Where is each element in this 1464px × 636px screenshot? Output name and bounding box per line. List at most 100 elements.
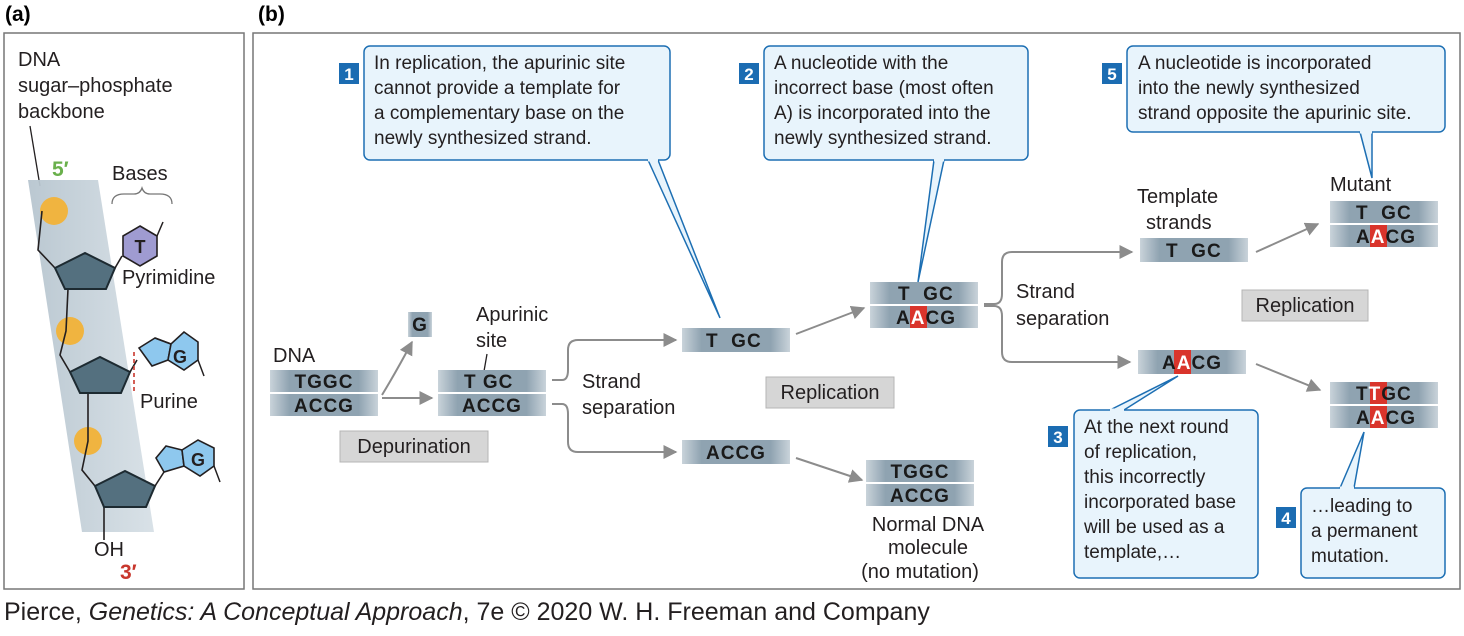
arrow-separation-upper [552,333,678,381]
callout-1-line1: In replication, the apurinic site [374,53,625,74]
backbone-label-line1: DNA [18,49,61,71]
dna-top-bar [270,370,378,392]
mid-mutation-highlight [910,306,927,328]
callout-4-line1: …leading to [1311,496,1412,517]
callout-3: 3 At the next round of replication, this… [1048,375,1259,579]
callout-5: 5 A nucleotide is incorporated into the … [1102,45,1446,179]
normal-top-bar [866,460,974,482]
callout-4-line2: a permanent [1311,521,1418,542]
base-G-1: G [173,347,187,367]
replication-box-2 [1241,289,1369,322]
panel-b-frame [252,32,1461,590]
depurination-box [339,430,489,463]
callout-1-line2: cannot provide a template for [374,78,621,99]
backbone-labels: DNA sugar–phosphate backbone [18,49,173,123]
depurination-label: Depurination [357,436,470,458]
normal-top-seq: TGGC [891,462,950,483]
mid-top-seq: T GC [898,284,954,305]
arrow-to-permanent [1255,363,1322,392]
strand-sep-2-line2: separation [1016,308,1109,330]
callout-2-line1: A nucleotide with the [774,53,948,74]
arrow-to-normal [795,457,864,483]
ap-top-bar [438,370,546,392]
mutant-top-bar [1330,201,1438,223]
incorrect-strand-bar [1138,350,1246,374]
backbone-leader-line [29,125,41,187]
apurinic-label-line2: site [476,330,507,352]
callout-4-number: 4 [1281,509,1291,528]
sugar-1 [53,251,117,290]
released-base-box [408,312,432,337]
backbone-label-line2: sugar–phosphate [18,75,173,97]
backbone-label-line3: backbone [18,101,105,123]
perm-bottom-highlight [1370,406,1387,428]
ap-top-seq: T GC [464,372,513,393]
sugar-2 [68,355,132,394]
callout-4: 4 …leading to a permanent mutation. [1276,431,1446,579]
perm-top-seq: TTGC [1356,384,1412,405]
sugar-3 [93,469,157,508]
base-T: T [135,237,146,257]
incorrect-strand-seq: AACG [1162,353,1222,374]
arrow-release-base [381,340,413,396]
arrow-separation-2-upper [984,245,1134,305]
callout-3-line5: will be used as a [1083,517,1225,538]
credit-suffix: , 7e © 2020 W. H. Freeman and Company [462,598,930,626]
arrow-separation-2-lower [984,305,1132,369]
callout-5-line1: A nucleotide is incorporated [1138,53,1371,74]
strand-sep-1-line2: separation [582,397,675,419]
normal-label-line1: Normal DNA [872,514,985,536]
bases-label: Bases [112,163,168,185]
dna-bottom-bar [270,394,378,416]
upper-strand-seq: T GC [706,331,762,352]
callout-3-line6: template,… [1084,542,1181,563]
apurinic-label-line1: Apurinic [476,304,548,326]
strand-sep-1-line1: Strand [582,371,641,393]
backbone-bonds [37,210,105,540]
mutant-top-seq: T GC [1356,203,1412,224]
phosphate-1 [40,197,68,225]
callout-2-line3: A) is incorporated into the [774,103,991,124]
normal-bottom-seq: ACCG [890,486,950,507]
normal-label-line2: molecule [888,537,968,559]
arrow-to-replicated [795,305,866,335]
callout-3-number: 3 [1053,428,1062,447]
replication-box-1 [765,376,895,409]
lower-strand-bar [682,440,790,464]
callout-1-line4: newly synthesized strand. [374,128,592,149]
dna-top-seq: TGGC [295,372,354,393]
template-strand-seq: T GC [1166,241,1222,262]
dna-bottom-seq: ACCG [294,396,354,417]
template-label-line2: strands [1146,212,1212,234]
callout-3-line2: of replication, [1084,442,1197,463]
arrow-to-mutant [1255,222,1320,253]
pyrimidine-label: Pyrimidine [122,267,215,289]
perm-top-highlight [1370,382,1387,404]
arrow-separation-lower [552,403,678,459]
upper-strand-bar [682,328,790,352]
strand-sep-2-line1: Strand [1016,281,1075,303]
mutant-highlight [1370,225,1387,247]
incorrect-highlight [1174,350,1191,374]
panel-a-label: (a) [5,3,31,26]
callout-3-line1: At the next round [1084,417,1229,438]
three-prime-label: 3′ [120,561,137,584]
credit-prefix: Pierce, [4,598,89,626]
normal-label-line3: (no mutation) [861,561,979,583]
callout-5-line2: into the newly synthesized [1138,78,1360,99]
callout-2-line2: incorrect base (most often [774,78,994,99]
callout-2-number: 2 [744,65,753,84]
figure-credit: Pierce, Genetics: A Conceptual Approach,… [4,598,930,627]
callout-5-line3: strand opposite the apurinic site. [1138,103,1412,124]
mutant-label: Mutant [1330,174,1392,196]
panel-a-frame [3,32,245,590]
mutant-bottom-seq: AACG [1356,227,1416,248]
callout-2-line4: newly synthesized strand. [774,128,992,149]
callout-1-number: 1 [344,65,353,84]
replication-label-2: Replication [1256,295,1355,317]
panel-b-label: (b) [258,3,285,26]
callout-3-line4: incorporated base [1084,492,1236,513]
mid-top-bar [870,282,978,304]
lower-strand-seq: ACCG [706,443,766,464]
